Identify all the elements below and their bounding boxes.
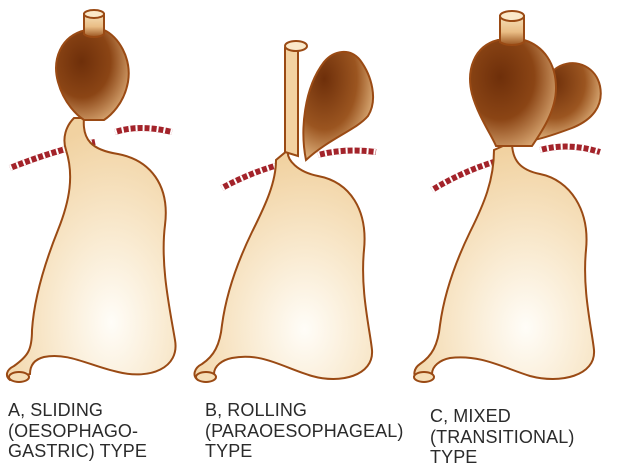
- hernia-sac-a: [56, 30, 129, 120]
- caption-b-line-2: (PARAOESOPHAGEAL): [205, 421, 403, 442]
- panel-c-illustration: [414, 11, 601, 382]
- pylorus-end-c: [414, 372, 434, 382]
- caption-b-line-1: B, ROLLING: [205, 400, 403, 421]
- pylorus-end-a: [9, 372, 29, 382]
- panel-b-illustration: [195, 41, 376, 382]
- caption-sliding-type: A, SLIDING (OESOPHAGO- GASTRIC) TYPE: [8, 400, 147, 462]
- oesophagus-opening-b: [285, 41, 307, 51]
- caption-c-line-3: TYPE: [430, 447, 574, 468]
- oesophagus-opening-a: [84, 10, 104, 18]
- illustration-canvas: [0, 0, 639, 400]
- caption-a-line-3: GASTRIC) TYPE: [8, 441, 147, 462]
- caption-a-line-1: A, SLIDING: [8, 400, 147, 421]
- pylorus-end-b: [196, 372, 216, 382]
- caption-a-line-2: (OESOPHAGO-: [8, 421, 147, 442]
- hernia-pouch-b: [303, 52, 373, 160]
- oesophagus-opening-c: [500, 11, 524, 21]
- hernia-sac-c: [470, 40, 556, 146]
- caption-c-line-2: (TRANSITIONAL): [430, 427, 574, 448]
- panel-a-illustration: [7, 10, 176, 382]
- caption-c-line-1: C, MIXED: [430, 406, 574, 427]
- caption-b-line-3: TYPE: [205, 441, 403, 462]
- stomach-c: [414, 142, 594, 380]
- caption-mixed-type: C, MIXED (TRANSITIONAL) TYPE: [430, 406, 574, 468]
- stomach-b: [195, 150, 373, 380]
- oesophagus-b: [285, 46, 298, 156]
- caption-rolling-type: B, ROLLING (PARAOESOPHAGEAL) TYPE: [205, 400, 403, 462]
